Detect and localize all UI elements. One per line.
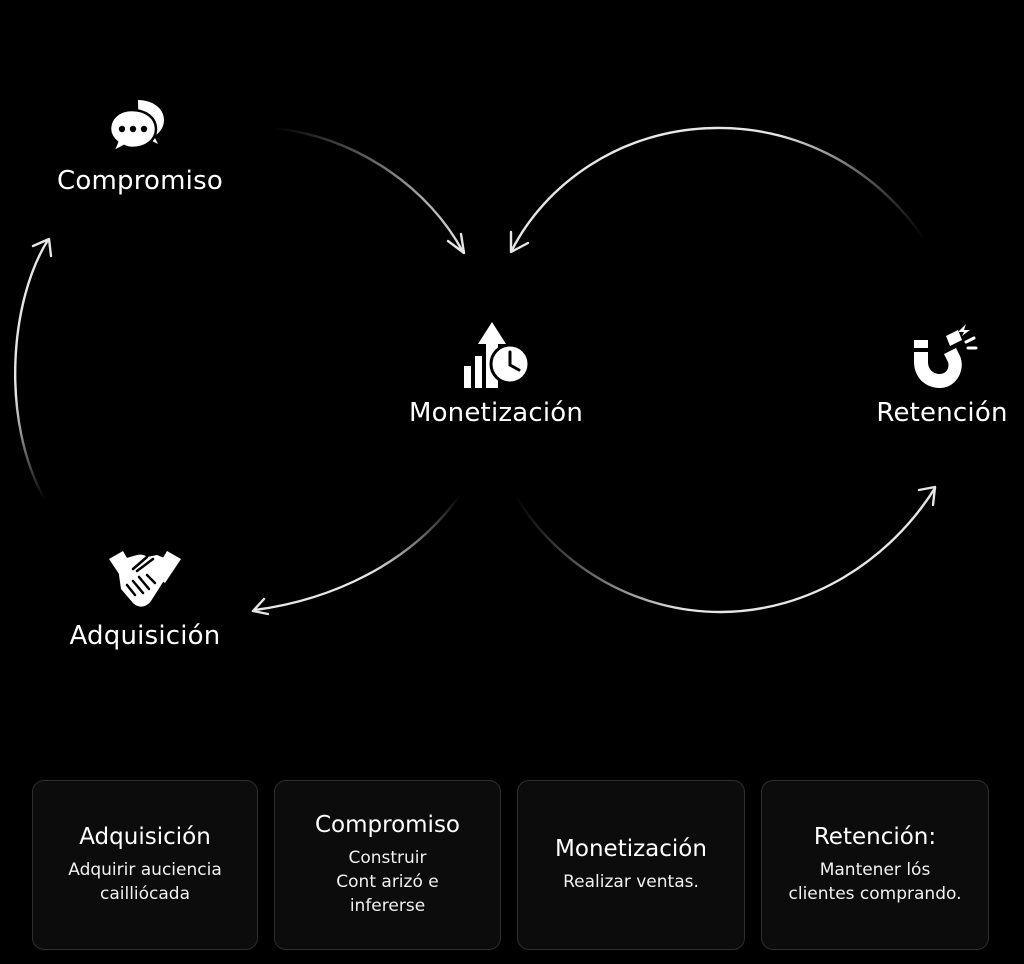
node-label: Adquisición: [69, 621, 221, 651]
card-description-line: clientes comprando.: [788, 884, 962, 904]
card-description-line: Adquirir auciencia: [68, 860, 222, 880]
node-label: Monetización: [408, 398, 584, 428]
card-compromiso: Compromiso Construir Cont arizó e infere…: [274, 780, 501, 950]
card-description-line: Construir: [348, 848, 427, 868]
card-retencion: Retención: Mantener lós clientes compran…: [761, 780, 989, 950]
card-description-line: Realizar ventas.: [563, 872, 699, 892]
card-monetizacion: Monetización Realizar ventas.: [517, 780, 745, 950]
magnet-icon: [906, 322, 978, 392]
card-title: Retención:: [813, 824, 937, 850]
card-adquisicion: Adquisición Adquirir auciencia caillióca…: [32, 780, 258, 950]
card-description-line: Cont arizó e: [336, 872, 439, 892]
node-label: Compromiso: [57, 166, 223, 196]
arrow-retencion-to-monetizacion: [509, 126, 927, 254]
node-monetizacion: Monetización: [386, 318, 606, 428]
card-description: Realizar ventas.: [563, 870, 699, 894]
card-description: Construir Cont arizó e infererse: [336, 846, 438, 918]
card-title: Adquisición: [79, 824, 211, 850]
card-title: Monetización: [555, 836, 707, 862]
node-label: Retención: [876, 398, 1008, 428]
node-compromiso: Compromiso: [40, 96, 240, 196]
node-adquisicion: Adquisición: [40, 545, 250, 651]
arrow-monetizacion-to-retencion: [513, 485, 937, 614]
arrow-compromiso-to-monetizacion: [273, 126, 466, 255]
arrow-monetizacion-to-adquisicion: [251, 493, 462, 616]
card-description-line: infererse: [349, 896, 426, 916]
card-description-line: Mantener lós: [819, 860, 931, 880]
card-description: Adquirir auciencia cailliócada: [68, 858, 222, 906]
card-description: Mantener lós clientes comprando.: [789, 858, 962, 906]
arrow-adquisicion-to-compromiso: [13, 237, 53, 502]
growth-chart-clock-icon: [458, 318, 534, 392]
card-description-line: cailliócada: [99, 884, 191, 904]
node-retencion: Retención: [862, 322, 1022, 428]
chat-bubbles-icon: [108, 96, 172, 160]
handshake-icon: [107, 545, 183, 615]
card-title: Compromiso: [314, 812, 460, 838]
